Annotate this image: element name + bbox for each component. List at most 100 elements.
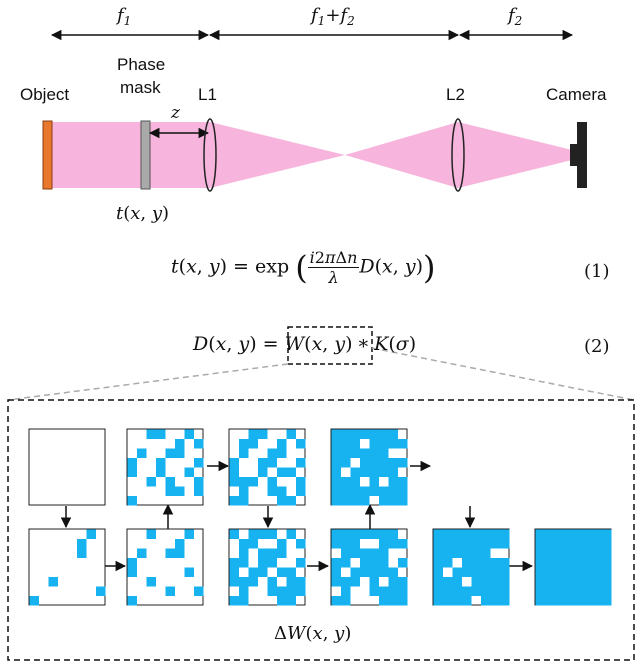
filled-pixel (573, 529, 583, 539)
filled-pixel (277, 596, 287, 606)
filled-pixel (379, 529, 389, 539)
filled-pixel (239, 539, 249, 549)
filled-pixel (583, 539, 593, 549)
filled-pixel (554, 567, 564, 577)
filled-pixel (564, 596, 574, 606)
filled-pixel (96, 586, 106, 596)
filled-pixel (258, 548, 268, 558)
filled-pixel (331, 477, 341, 487)
filled-pixel (350, 477, 360, 487)
filled-pixel (360, 429, 370, 439)
filled-pixel (277, 496, 287, 506)
phase-mask-label-line1: Phase (117, 55, 166, 74)
filled-pixel (490, 577, 500, 587)
filled-pixel (350, 429, 360, 439)
filled-pixel (388, 539, 398, 549)
filled-pixel (77, 539, 87, 549)
filled-pixel (545, 567, 555, 577)
filled-pixel (258, 458, 268, 468)
filled-pixel (267, 448, 277, 458)
filled-pixel (583, 548, 593, 558)
filled-pixel (592, 548, 602, 558)
filled-pixel (481, 596, 491, 606)
inset-box (7, 399, 635, 661)
filled-pixel (583, 596, 593, 606)
filled-pixel (194, 486, 204, 496)
filled-pixel (248, 529, 258, 539)
filled-pixel (379, 558, 389, 568)
filled-pixel (369, 448, 379, 458)
filled-pixel (379, 548, 389, 558)
filled-pixel (573, 539, 583, 549)
filled-pixel (165, 586, 175, 596)
filled-pixel (350, 467, 360, 477)
filled-pixel (388, 496, 398, 506)
filled-pixel (500, 577, 510, 587)
filled-pixel (583, 529, 593, 539)
filled-pixel (341, 439, 351, 449)
filled-pixel (545, 558, 555, 568)
filled-pixel (165, 548, 175, 558)
filled-pixel (481, 558, 491, 568)
filled-pixel (369, 458, 379, 468)
filled-pixel (331, 429, 341, 439)
filled-pixel (545, 586, 555, 596)
filled-pixel (398, 577, 408, 587)
filled-pixel (545, 577, 555, 587)
filled-pixel (341, 539, 351, 549)
filled-pixel (388, 429, 398, 439)
panel-frame (28, 528, 106, 606)
filled-pixel (239, 586, 249, 596)
filled-pixel (490, 558, 500, 568)
filled-pixel (277, 539, 287, 549)
filled-pixel (137, 548, 147, 558)
filled-pixel (165, 477, 175, 487)
filled-pixel (229, 558, 239, 568)
filled-pixel (296, 486, 306, 496)
mask-function-label: t(x, y) (116, 203, 170, 224)
filled-pixel (296, 477, 306, 487)
filled-pixel (239, 486, 249, 496)
filled-pixel (350, 577, 360, 587)
filled-pixel (452, 539, 462, 549)
filled-pixel (277, 486, 287, 496)
filled-pixel (398, 558, 408, 568)
filled-pixel (77, 548, 87, 558)
filled-pixel (471, 539, 481, 549)
filled-pixel (573, 558, 583, 568)
filled-pixel (296, 458, 306, 468)
filled-pixel (490, 596, 500, 606)
filled-pixel (360, 548, 370, 558)
filled-pixel (175, 448, 185, 458)
filled-pixel (443, 577, 453, 587)
filled-pixel (443, 529, 453, 539)
filled-pixel (462, 586, 472, 596)
filled-pixel (388, 596, 398, 606)
filled-pixel (350, 448, 360, 458)
filled-pixel (127, 496, 137, 506)
filled-pixel (341, 548, 351, 558)
filled-pixel (471, 529, 481, 539)
filled-pixel (184, 467, 194, 477)
filled-pixel (369, 486, 379, 496)
zoom-line-left (7, 363, 289, 401)
filled-pixel (286, 467, 296, 477)
filled-pixel (194, 439, 204, 449)
camera-body (577, 122, 587, 188)
filled-pixel (137, 448, 147, 458)
f1-label: f1 (117, 5, 132, 28)
filled-pixel (471, 577, 481, 587)
filled-pixel (481, 539, 491, 549)
filled-pixel (229, 577, 239, 587)
filled-pixel (388, 477, 398, 487)
filled-pixel (360, 529, 370, 539)
filled-pixel (360, 558, 370, 568)
filled-pixel (331, 539, 341, 549)
filled-pixel (127, 467, 137, 477)
filled-pixel (592, 558, 602, 568)
filled-pixel (462, 539, 472, 549)
lens-l2 (451, 118, 465, 192)
filled-pixel (286, 429, 296, 439)
filled-pixel (388, 529, 398, 539)
filled-pixel (331, 558, 341, 568)
